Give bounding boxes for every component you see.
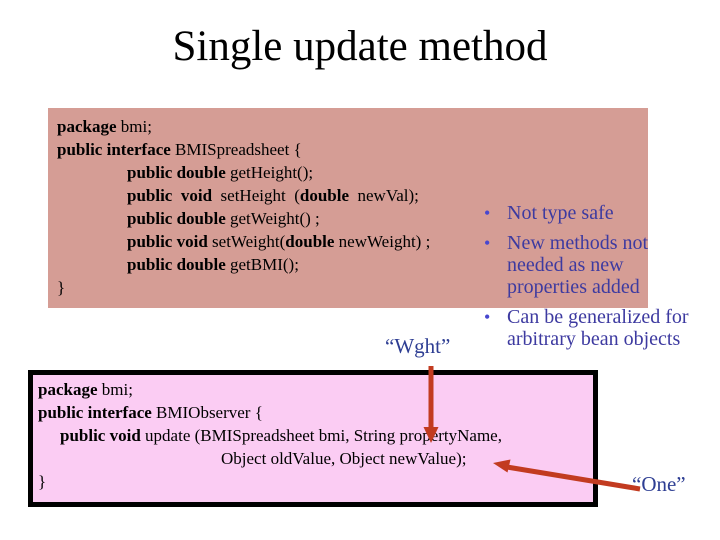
code-line: } bbox=[38, 472, 47, 491]
bullet-list: • Not type safe • New methods not needed… bbox=[484, 202, 720, 358]
code-line: public double getHeight(); bbox=[127, 163, 314, 182]
bullet-text: New methods not needed as new properties… bbox=[507, 232, 649, 298]
code-line: } bbox=[57, 278, 66, 297]
bullet-dot-icon: • bbox=[484, 233, 491, 253]
bullet-dot-icon: • bbox=[484, 203, 491, 223]
code-line: public void setHeight (double newVal); bbox=[127, 186, 419, 205]
page-title: Single update method bbox=[172, 23, 548, 70]
code-line: public double getWeight() ; bbox=[127, 209, 320, 228]
bullet-item-generalized: • Can be generalized for arbitrary bean … bbox=[484, 306, 720, 350]
code-line: package bmi; bbox=[57, 117, 152, 136]
code-block-bmiobserver: package bmi; public interface BMIObserver… bbox=[28, 370, 598, 507]
code-line: public void update (BMISpreadsheet bmi, … bbox=[60, 426, 502, 445]
code-line: public void setWeight(double newWeight) … bbox=[127, 232, 431, 251]
code-line: public interface BMIObserver { bbox=[38, 403, 263, 422]
bullet-dot-icon: • bbox=[484, 307, 491, 327]
bullet-item-not-type-safe: • Not type safe bbox=[484, 202, 720, 224]
code-line: Object oldValue, Object newValue); bbox=[221, 449, 467, 468]
bullet-text: Can be generalized for arbitrary bean ob… bbox=[507, 306, 689, 350]
code-line: public interface BMISpreadsheet { bbox=[57, 140, 302, 159]
one-callout-label: “One” bbox=[632, 472, 686, 496]
bullet-item-new-methods: • New methods not needed as new properti… bbox=[484, 232, 720, 298]
wght-callout-label: “Wght” bbox=[385, 334, 451, 358]
bullet-text: Not type safe bbox=[507, 202, 614, 224]
code-line: public double getBMI(); bbox=[127, 255, 299, 274]
code-line: package bmi; bbox=[38, 380, 133, 399]
code-block-bmispreadsheet: package bmi; public interface BMISpreadsh… bbox=[48, 108, 648, 308]
